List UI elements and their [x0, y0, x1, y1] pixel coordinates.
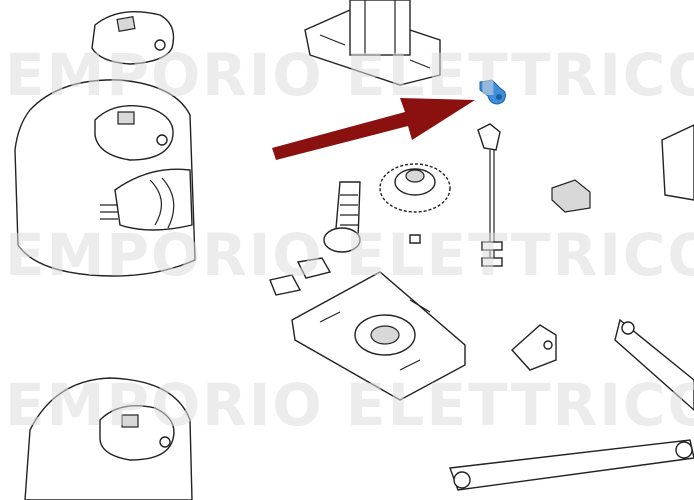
base-plate-part	[291, 271, 466, 401]
blue-lever-clip-icon	[479, 79, 506, 105]
release-shaft-part	[477, 123, 503, 267]
arm-block-part	[511, 324, 557, 371]
gear-part	[379, 163, 451, 244]
watermark-row-3: EMPORIO ELETTRICO	[5, 371, 694, 439]
arm-part	[614, 318, 694, 411]
microswitch-part	[551, 179, 591, 213]
long-arm-part	[449, 439, 694, 491]
watermark: EMPORIO ELETTRICO EMPORIO ELETTRICO EMPO…	[5, 41, 694, 439]
motor-cover-part	[14, 79, 196, 277]
red-arrow	[272, 98, 475, 160]
watermark-row-2: EMPORIO ELETTRICO	[5, 221, 694, 289]
worm-shaft-part	[323, 181, 361, 253]
motor-cover-part-2	[24, 377, 193, 500]
top-cap-part	[91, 10, 175, 65]
control-box-part	[661, 124, 694, 201]
bracket-parts	[269, 257, 332, 296]
motor-housing-part	[304, 0, 441, 86]
watermark-row-1: EMPORIO ELETTRICO	[5, 41, 694, 109]
